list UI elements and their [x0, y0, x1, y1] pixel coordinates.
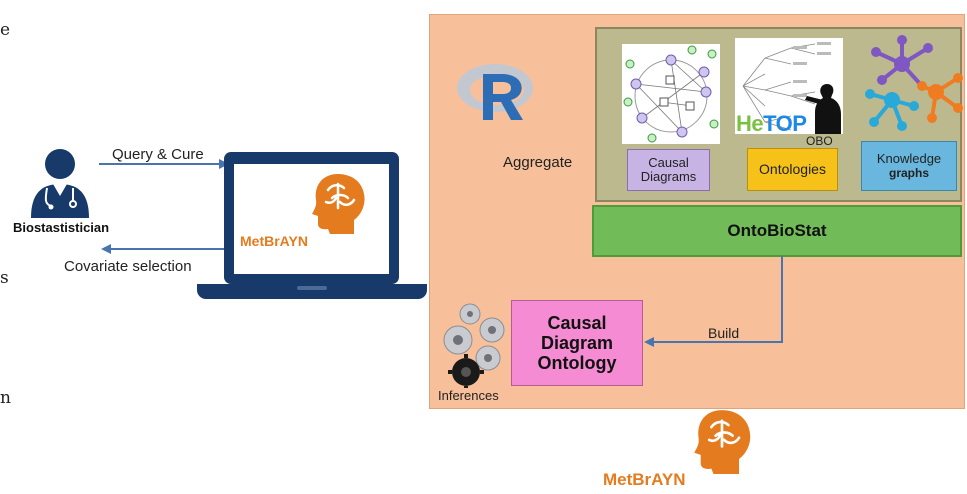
knowledge-graphs-line2: graphs	[888, 166, 929, 180]
laptop-base	[197, 284, 427, 299]
ontology-tree-icon	[735, 38, 843, 134]
causal-diagram-ontology-box: Causal Diagram Ontology	[511, 300, 643, 386]
knowledge-graph-icon	[865, 35, 963, 131]
brain-head-icon	[312, 174, 365, 234]
knowledge-graphs-line1: Knowledge	[876, 151, 942, 167]
laptop-notch	[297, 286, 327, 290]
gears-icon	[443, 303, 505, 388]
laptop-screen	[234, 164, 389, 274]
bottom-brain-head-icon	[694, 410, 751, 474]
biostatistician-label: Biostastistician	[13, 220, 110, 235]
causal-diagrams-label: Causal Diagrams	[627, 149, 710, 191]
laptop-logo-text: MetBrAYN	[240, 233, 308, 249]
knowledge-graphs-label: Knowledge graphs	[861, 141, 957, 191]
ontologies-label: Ontologies	[747, 148, 838, 191]
query-cure-label: Query & Cure	[112, 146, 204, 163]
hetop-logo-text: HeTOP	[736, 111, 807, 137]
edge-char-3: n	[0, 388, 11, 408]
obo-label: OBO	[806, 134, 833, 148]
build-arrow	[644, 256, 783, 347]
aggregate-label: Aggregate	[503, 154, 573, 171]
covariate-selection-label: Covariate selection	[64, 258, 192, 275]
ontobiostat-box: OntoBioStat	[592, 205, 962, 257]
inferences-label: Inferences	[438, 388, 499, 403]
actor-arrows	[99, 159, 229, 254]
person-doctor-icon	[31, 149, 89, 218]
r-logo-icon	[457, 64, 533, 120]
bottom-logo-text: MetBrAYN	[603, 470, 686, 489]
edge-char-2: s	[0, 268, 9, 288]
build-label: Build	[708, 325, 740, 341]
hetop-logo-prefix: HeTOP	[736, 111, 807, 136]
edge-char-1: e	[0, 20, 11, 40]
causal-graph-icon	[622, 44, 720, 144]
